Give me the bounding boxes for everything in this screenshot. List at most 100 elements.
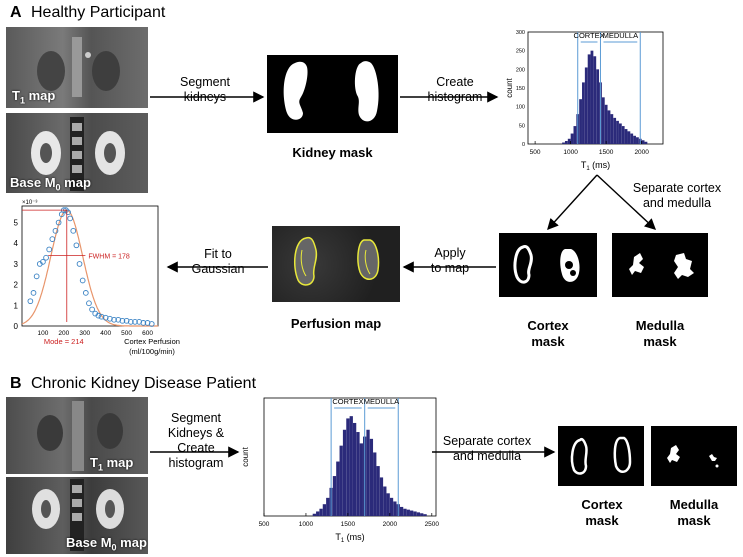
panel-a-letter: A bbox=[10, 4, 22, 21]
fwhm-label: FWHM = 178 bbox=[88, 254, 130, 261]
x-tick-label: 200 bbox=[58, 330, 69, 337]
histogram-bar bbox=[573, 126, 577, 144]
histogram-bar bbox=[373, 452, 377, 516]
histogram-bar bbox=[326, 497, 330, 516]
data-point bbox=[82, 290, 89, 296]
histogram-bar bbox=[607, 110, 611, 144]
histogram-bar bbox=[376, 466, 380, 516]
data-point bbox=[89, 306, 95, 313]
kidney-mask-image bbox=[267, 55, 398, 133]
x-axis-label-line2: (ml/100g/min) bbox=[129, 347, 175, 356]
histogram-bar bbox=[596, 69, 600, 144]
histogram-bar bbox=[562, 142, 565, 144]
histogram-bar bbox=[316, 511, 320, 516]
histogram-bar bbox=[593, 56, 597, 145]
kidney-mask-caption: Kidney mask bbox=[292, 145, 373, 160]
histogram-bar bbox=[386, 493, 390, 516]
histogram-bar bbox=[393, 501, 397, 516]
medulla-label: MEDULLA bbox=[603, 31, 638, 40]
medulla-mask-image-b bbox=[651, 426, 737, 486]
cortex-mask-image-b bbox=[558, 426, 644, 486]
y-tick-label: 100 bbox=[516, 105, 525, 111]
histogram-bar bbox=[379, 477, 384, 516]
gaussian-fit-curve bbox=[21, 209, 158, 327]
x-tick-label: 2500 bbox=[425, 521, 440, 528]
cortex-label: CORTEX bbox=[332, 397, 363, 406]
medulla-mask-caption-b: Medulla mask bbox=[669, 497, 719, 528]
data-point bbox=[132, 319, 138, 325]
data-point bbox=[27, 298, 34, 305]
medulla-mask-caption-a: Medulla mask bbox=[635, 318, 685, 349]
histogram-bar bbox=[579, 99, 582, 144]
data-point bbox=[67, 215, 73, 222]
x-tick-label: 400 bbox=[100, 330, 111, 337]
histogram-bar bbox=[383, 486, 387, 516]
y-tick-label: 0 bbox=[522, 142, 525, 148]
histogram-bar bbox=[359, 443, 363, 516]
data-point bbox=[46, 246, 53, 253]
histogram-bar bbox=[413, 511, 417, 516]
y-axis-label: count bbox=[505, 77, 514, 97]
histogram-bar bbox=[618, 123, 622, 144]
m0-map-label-a: Base M0 map bbox=[10, 175, 91, 193]
medulla-mask-image-a bbox=[612, 233, 708, 297]
histogram-bar bbox=[610, 114, 614, 144]
panel-b-title: Chronic Kidney Disease Patient bbox=[31, 375, 257, 392]
x-tick-label: 600 bbox=[142, 330, 153, 337]
x-tick-label: 2000 bbox=[634, 149, 649, 156]
histogram-bar bbox=[621, 126, 625, 144]
histogram-bar bbox=[322, 504, 327, 516]
histogram-bar bbox=[641, 140, 645, 144]
m0-map-kidneys-a bbox=[31, 117, 125, 191]
histogram-bar bbox=[356, 432, 360, 516]
data-point bbox=[127, 319, 134, 325]
y-tick-label: 4 bbox=[14, 239, 19, 248]
medulla-mask-shapes-a bbox=[629, 253, 694, 279]
y-tick-label: 50 bbox=[519, 123, 525, 129]
m0-map-image-a: Base M0 map bbox=[6, 113, 148, 193]
histogram-bar bbox=[346, 418, 350, 516]
data-point bbox=[33, 273, 40, 280]
step-segment-b: Segment Kidneys & Create histogram bbox=[167, 411, 225, 470]
y-axis-label: count bbox=[241, 446, 250, 466]
perfusion-roi-overlay bbox=[272, 226, 400, 302]
step-apply-a: Apply to map bbox=[430, 246, 470, 275]
histogram-bar bbox=[410, 510, 414, 516]
cortex-mask-image-a bbox=[499, 233, 597, 297]
cortex-mask-shapes-b bbox=[570, 436, 632, 475]
histogram-bar bbox=[644, 141, 648, 144]
histogram-bar bbox=[420, 513, 424, 516]
medulla-label: MEDULLA bbox=[364, 397, 399, 406]
panel-b-letter: B bbox=[10, 375, 22, 392]
data-point bbox=[76, 261, 83, 267]
data-point bbox=[73, 242, 80, 249]
data-point bbox=[140, 320, 147, 326]
y-tick-label: 1 bbox=[14, 301, 19, 310]
histogram-bar bbox=[613, 117, 617, 144]
data-point bbox=[30, 290, 37, 296]
x-tick-label: 500 bbox=[530, 149, 541, 156]
data-point bbox=[65, 209, 71, 216]
data-point bbox=[52, 227, 59, 234]
y-tick-label: 150 bbox=[516, 86, 525, 92]
histogram-bar bbox=[319, 508, 323, 516]
t1-map-label-b: T1 map bbox=[90, 455, 134, 473]
cortex-label: CORTEX bbox=[574, 31, 605, 40]
step-fit-a: Fit to Gaussian bbox=[191, 247, 245, 276]
x-tick-label: 500 bbox=[259, 521, 270, 528]
histogram-bar bbox=[342, 429, 347, 516]
x-tick-label: 1000 bbox=[299, 521, 314, 528]
histogram-bar bbox=[352, 422, 357, 516]
step-segment-a: Segment kidneys bbox=[179, 75, 231, 104]
panel-a-title: Healthy Participant bbox=[31, 4, 166, 21]
t1-map-image-b: T1 map bbox=[6, 397, 148, 474]
histogram-bar bbox=[601, 97, 605, 144]
y-scale-label: ×10⁻³ bbox=[22, 200, 37, 206]
x-tick-label: 1500 bbox=[599, 149, 614, 156]
t1-map-image-a: T1 map bbox=[6, 27, 148, 108]
arrow-to-cortex-a bbox=[547, 174, 598, 231]
mode-label: Mode = 214 bbox=[44, 337, 84, 346]
histogram-bar bbox=[567, 138, 571, 144]
